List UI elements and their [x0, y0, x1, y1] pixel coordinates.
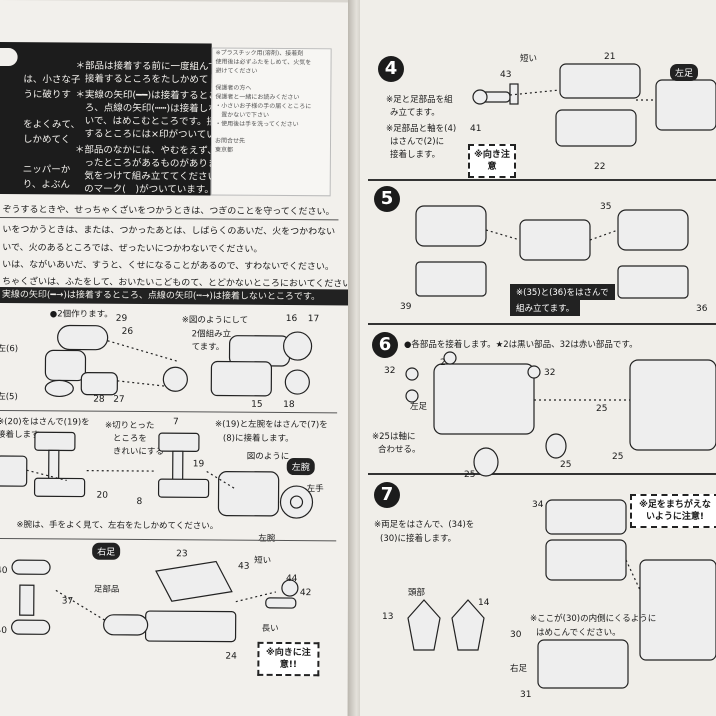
part-number: 22 — [594, 162, 606, 172]
part-number: 23 — [176, 549, 188, 560]
part-number: 40 — [0, 565, 8, 577]
step4-text: はさんで(2)に — [390, 137, 445, 147]
right-page: 4 ※足と足部品を組 み立てます。 ※足部品と軸を(4) はさんで(2)に 接着… — [360, 0, 716, 716]
part-number: 7 — [173, 417, 179, 428]
step6-parts — [405, 351, 716, 477]
step-number-5: 5 — [374, 186, 400, 212]
step4-text: 接着します。 — [390, 150, 441, 160]
part-number: 19 — [192, 459, 205, 470]
part-number: 29 — [115, 313, 128, 324]
part-number: 18 — [283, 399, 295, 411]
part-number: 34 — [532, 500, 544, 510]
step5-text: ※(35)と(36)をはさんで — [510, 284, 615, 300]
caution-box: ※向き注意 — [468, 144, 516, 178]
eye-part-1 — [44, 324, 118, 398]
step7-text: はめこんでください。 — [536, 628, 621, 638]
step5-text: 組み立てます。 — [510, 300, 581, 316]
step-number-7: 7 — [374, 482, 400, 508]
part-number: 44 — [285, 574, 298, 585]
shoulder-part — [162, 331, 313, 397]
arm-part-left — [0, 431, 86, 498]
part-label: 頭部 — [408, 588, 426, 598]
left-leg-tag: 左足 — [670, 64, 699, 81]
step6-text: ※25は軸に — [372, 432, 416, 442]
part-number: 25 — [464, 470, 476, 480]
caution-box: ※足をまちがえないように注意! — [630, 494, 716, 528]
part-number: 31 — [520, 690, 532, 700]
part-number: 28 — [93, 394, 105, 405]
part-label: 右足 — [510, 664, 528, 674]
part-number: 17 — [307, 314, 320, 325]
step4-text: ※足と足部品を組 — [386, 95, 453, 105]
part-number: 15 — [251, 399, 263, 410]
step-number-6: 6 — [372, 332, 398, 358]
assembly-dotted-lines — [26, 340, 277, 622]
part-number: 37 — [61, 596, 74, 607]
part-number: 25 — [560, 460, 572, 470]
part-number: 2 — [440, 358, 446, 368]
step4-text: み立てます。 — [390, 108, 440, 118]
part-label: 短い — [520, 54, 538, 64]
part-number: 16 — [285, 314, 298, 325]
part-number: 26 — [121, 326, 134, 337]
left-page-drawings — [0, 324, 314, 643]
right-page-drawings — [368, 63, 716, 689]
part-number: 43 — [500, 70, 512, 80]
leg-part-right — [103, 560, 299, 643]
part-number: 13 — [382, 612, 394, 622]
part-number: 42 — [299, 588, 312, 599]
part-label: 左足 — [410, 402, 428, 412]
arm-part-right — [217, 470, 314, 519]
step7-parts — [407, 499, 716, 689]
arm-part-middle — [157, 432, 210, 499]
part-number: 21 — [604, 52, 616, 62]
part-number: 43 — [238, 561, 250, 572]
page-gutter — [348, 0, 362, 716]
part-number: 25 — [596, 404, 608, 414]
step6-text: ●各部品を接着します。★2は黒い部品、32は赤い部品です。 — [404, 340, 638, 350]
step6-text: 合わせる。 — [378, 445, 421, 455]
part-number: 24 — [225, 651, 237, 662]
step4-parts — [472, 63, 716, 147]
part-number: 35 — [600, 202, 612, 212]
part-number: 36 — [696, 304, 708, 314]
step7-text: (30)に接着します。 — [380, 534, 457, 544]
step7-text: ※両足をはさんで、(34)を — [374, 520, 475, 530]
part-number: 32 — [544, 368, 556, 378]
step7-text: ※ここが(30)の内側にくるように — [530, 614, 657, 624]
step4-text: ※足部品と軸を(4) — [386, 124, 457, 134]
part-number: 14 — [478, 598, 490, 608]
assembly-dotted-lines — [485, 89, 656, 591]
step-number-4: 4 — [378, 56, 404, 82]
leg-part-left — [11, 559, 51, 635]
part-number: 40 — [0, 625, 8, 637]
part-number: 32 — [384, 366, 396, 376]
part-number: 27 — [113, 394, 125, 405]
part-number: 41 — [470, 124, 482, 134]
part-number: 39 — [400, 302, 412, 312]
part-number: 20 — [96, 490, 109, 501]
left-page: は、小さな子 うに破りす をよくみて、 しかめてく ニッパーか り、よぶん ＊部… — [0, 0, 352, 716]
part-number: 8 — [136, 496, 143, 508]
part-number: 30 — [510, 630, 522, 640]
part-number: 25 — [612, 452, 624, 462]
